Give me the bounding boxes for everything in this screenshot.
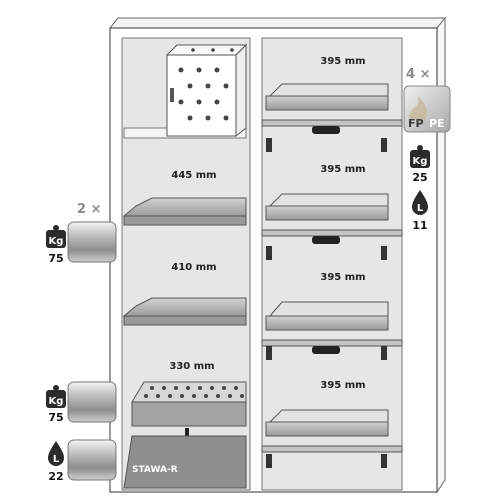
liquid-drop-icon: L (412, 190, 428, 215)
sump-weight-value: 75 (48, 411, 63, 424)
svg-text:L: L (417, 203, 424, 214)
tray-count: 4 × (406, 67, 430, 82)
right-tray-3 (261, 301, 403, 360)
top-shelf-box (123, 43, 248, 139)
right-tray-accessory: 4 × FP PE Kg 25 L 11 (403, 67, 451, 232)
left-compartment-height-3: 330 mm (169, 361, 214, 372)
right-compartment-height-4: 395 mm (320, 380, 365, 391)
left-compartment-height-2: 410 mm (171, 262, 216, 273)
right-drawers (261, 83, 403, 468)
perforated-insert-tray (131, 381, 247, 427)
svg-text:L: L (53, 454, 60, 465)
svg-text:FP: FP (408, 117, 424, 130)
left-shelf-tray-1 (122, 197, 247, 226)
material-badge-icon: FP PE (403, 85, 451, 133)
sump-cylinder-icon (67, 381, 117, 423)
sump-model-label: STAWA-R (132, 465, 178, 475)
right-tray-4 (261, 409, 403, 468)
right-compartment-height-3: 395 mm (320, 272, 365, 283)
right-tray-2 (261, 193, 403, 260)
svg-text:Kg: Kg (49, 396, 64, 407)
svg-text:Kg: Kg (413, 156, 428, 167)
left-shelf-accessory: 2 × Kg 75 (46, 202, 117, 265)
liquid-drop-icon: L (48, 441, 64, 466)
bottom-sump (123, 435, 247, 489)
tray-weight-value: 25 (412, 171, 427, 184)
left-sump-accessory: Kg 75 L 22 (46, 381, 117, 483)
left-compartment-height-1: 445 mm (171, 170, 216, 181)
svg-text:Kg: Kg (49, 236, 64, 247)
sump-volume-value: 22 (48, 470, 63, 483)
shelf-cylinder-icon (67, 221, 117, 263)
right-compartment-height-1: 395 mm (320, 56, 365, 67)
tray-volume-value: 11 (412, 219, 427, 232)
svg-text:PE: PE (429, 117, 445, 130)
sump-volume-cylinder-icon (67, 439, 117, 481)
shelf-weight-value: 75 (48, 252, 63, 265)
left-shelf-tray-2 (122, 297, 247, 326)
right-tray-1 (261, 83, 403, 152)
weight-icon: Kg (46, 225, 66, 248)
weight-icon: Kg (410, 145, 430, 168)
shelf-count: 2 × (77, 202, 101, 217)
weight-icon: Kg (46, 385, 66, 408)
right-compartment-height-2: 395 mm (320, 164, 365, 175)
